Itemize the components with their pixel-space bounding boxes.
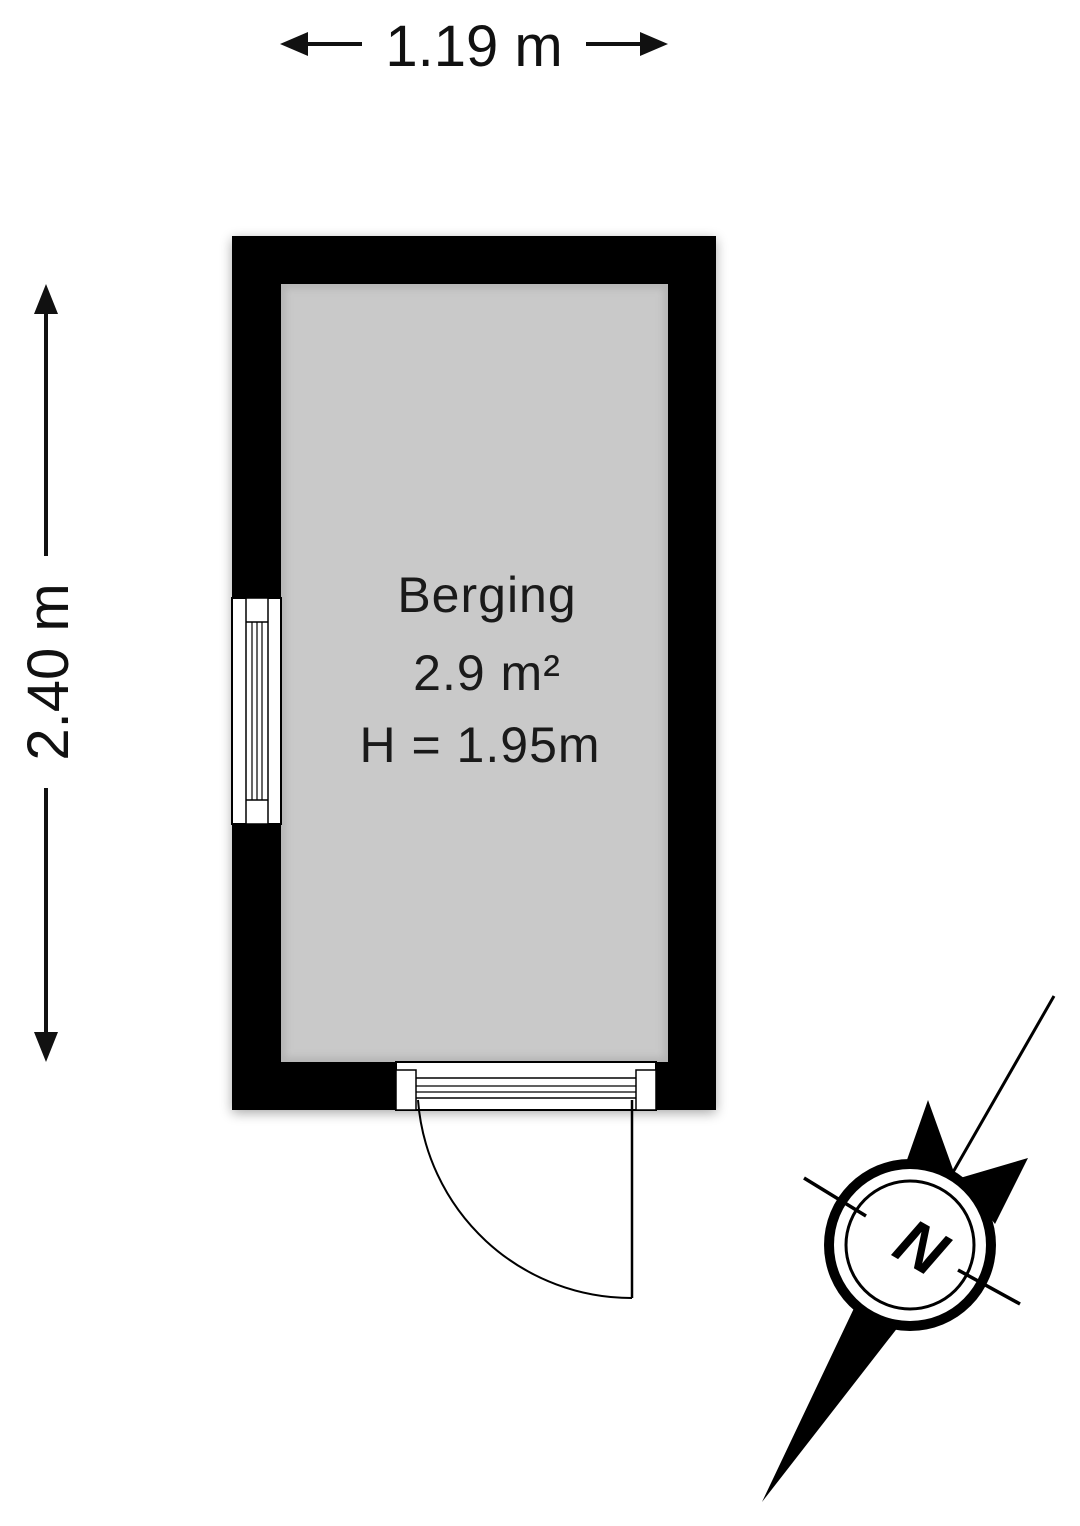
room-berging: Berging 2.9 m² H = 1.95m [231, 236, 716, 1300]
compass-point-south [762, 1304, 902, 1502]
height-dimension: 2.40 m [16, 284, 81, 1062]
window-left-wall [231, 597, 282, 825]
room-name: Berging [397, 567, 576, 623]
compass-point-north [902, 1100, 955, 1175]
arrow-up-icon [34, 284, 58, 314]
compass-bar-west [803, 1176, 867, 1218]
height-dimension-label: 2.40 m [16, 583, 81, 760]
door-swing-arc [417, 1099, 633, 1300]
compass-bar-east [957, 1268, 1021, 1306]
arrow-right-icon [640, 32, 668, 56]
arrow-down-icon [34, 1032, 58, 1062]
arrow-left-icon [280, 32, 308, 56]
width-dimension: 1.19 m [280, 14, 668, 79]
door-bottom-wall [395, 1061, 657, 1300]
compass-inner-ring [844, 1179, 976, 1311]
room-floor [281, 284, 668, 1062]
room-area: 2.9 m² [413, 645, 561, 701]
compass-rose: N [762, 995, 1056, 1502]
compass-point-east [960, 1158, 1028, 1224]
compass-north-line [950, 995, 1056, 1175]
room-ceiling-height: H = 1.95m [359, 717, 600, 773]
width-dimension-label: 1.19 m [385, 14, 562, 79]
